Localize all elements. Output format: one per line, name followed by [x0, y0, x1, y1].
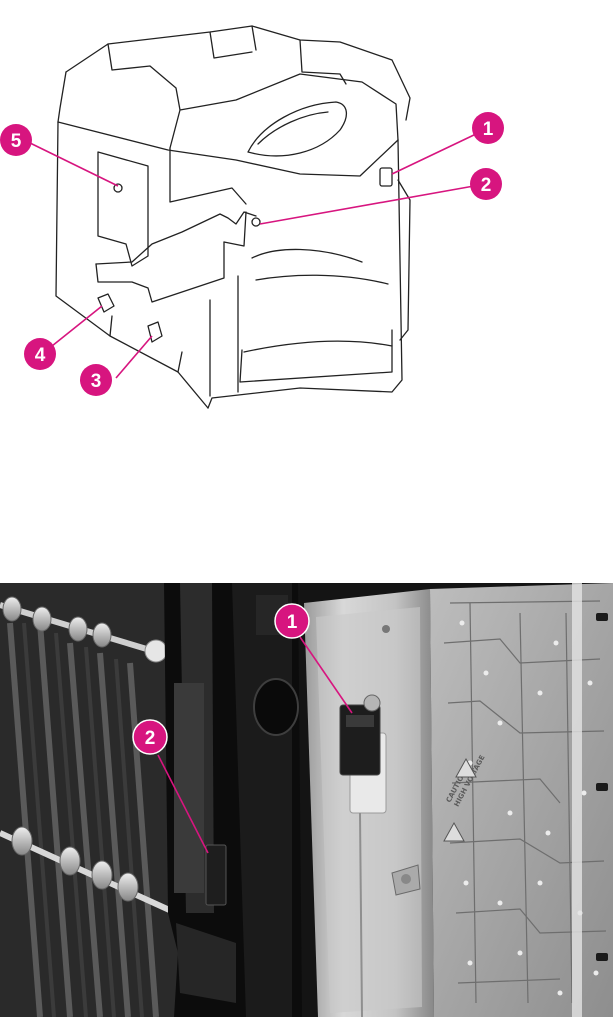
output-tray [170, 74, 398, 148]
switch-bracket [304, 589, 434, 1017]
callout-3: 3 [80, 364, 112, 396]
interior-photo: CAUTION HIGH VOLTAGE 1 2 [0, 583, 613, 1017]
svg-text:2: 2 [145, 728, 156, 749]
circuit-board: CAUTION HIGH VOLTAGE [430, 583, 613, 1017]
svg-text:3: 3 [91, 371, 102, 392]
svg-text:1: 1 [483, 119, 494, 140]
photo-callout-1: 1 [275, 604, 309, 638]
door-frame [164, 583, 302, 1017]
photo-callout-2: 2 [133, 720, 167, 754]
switch-2-sketch [252, 218, 260, 226]
switch-4-sketch [98, 294, 114, 312]
printer-line-drawing: 1 2 3 4 5 [0, 0, 613, 440]
printer-top-cover [66, 26, 410, 120]
callout-5: 5 [0, 124, 32, 156]
svg-text:4: 4 [35, 345, 46, 366]
svg-text:5: 5 [11, 131, 22, 152]
formatter-plate [98, 152, 148, 266]
callout-1: 1 [472, 112, 504, 144]
svg-text:1: 1 [287, 612, 298, 633]
callout-2: 2 [470, 168, 502, 200]
switch-1-sketch [380, 168, 392, 186]
svg-text:2: 2 [481, 175, 492, 196]
callout-4: 4 [24, 338, 56, 370]
